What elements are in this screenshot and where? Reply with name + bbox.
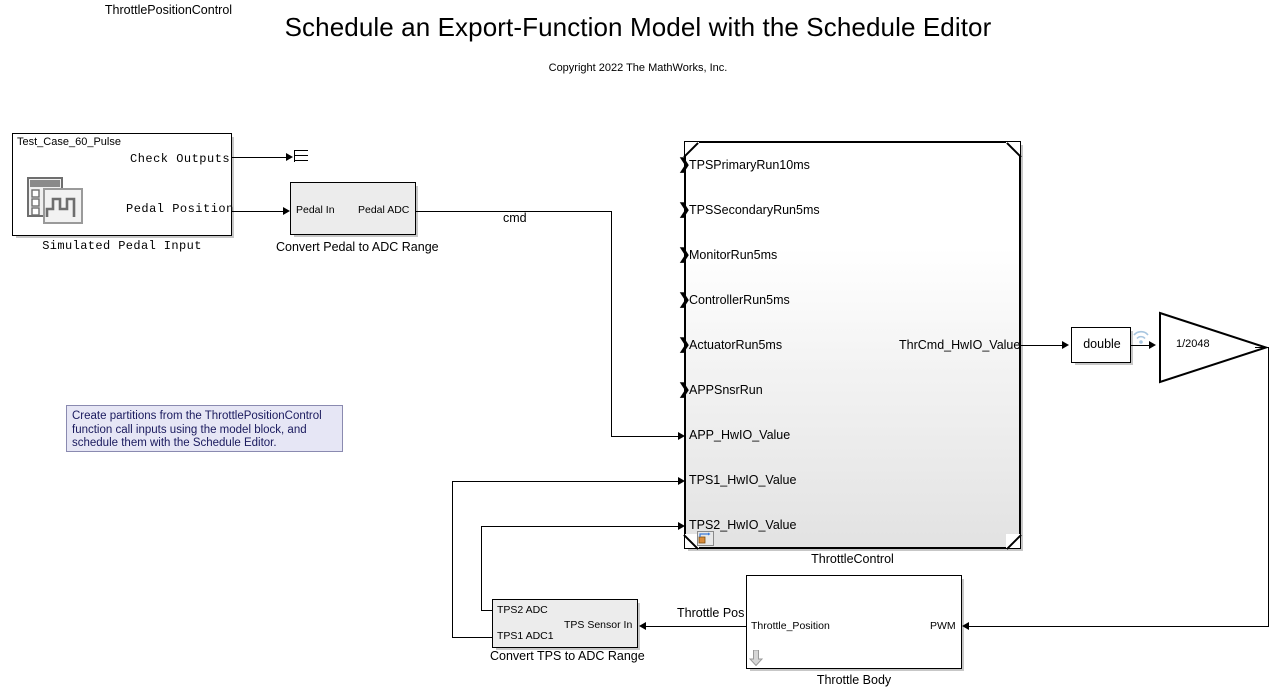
wire-feedback-h: [968, 626, 1269, 627]
port-check-outputs: Check Outputs: [130, 152, 231, 166]
port-pwm: PWM: [930, 620, 956, 632]
port-actuatorrun5ms: ActuatorRun5ms: [689, 338, 783, 352]
arrow-double-in: [1062, 340, 1069, 349]
port-pedal-in: Pedal In: [296, 204, 335, 216]
corner-bottom-right: [1006, 534, 1022, 550]
simulated-pedal-input-block[interactable]: Test_Case_60_Pulse: [12, 133, 232, 236]
fcport-chevron-2: ❯: [678, 201, 691, 218]
wire-pedal-position: [232, 211, 283, 212]
convert-pedal-to-adc-block[interactable]: [290, 182, 416, 235]
corner-bottom-left: [683, 534, 699, 550]
test-case-label: Test_Case_60_Pulse: [17, 136, 121, 148]
throttle-body-caption: Throttle Body: [816, 673, 892, 687]
port-tps2-adc: TPS2 ADC: [497, 604, 548, 616]
port-monitorrun5ms: MonitorRun5ms: [689, 248, 778, 262]
port-tps2-hwio-value: TPS2_HwIO_Value: [689, 518, 797, 532]
fcport-chevron-6: ❯: [678, 381, 691, 398]
wire-throttle-pos: [645, 626, 746, 627]
wire-gain-out: [1255, 347, 1269, 348]
fcport-chevron-1: ❯: [678, 156, 691, 173]
wire-double-to-gain: [1131, 345, 1152, 346]
port-throttle-position: Throttle_Position: [751, 620, 830, 632]
terminator-block[interactable]: [294, 150, 310, 164]
wire-cmd-h1: [416, 211, 612, 212]
signal-label-cmd: cmd: [503, 211, 527, 225]
port-appsnsrrun: APPSnsrRun: [689, 383, 763, 397]
port-app-hwio-value: APP_HwIO_Value: [689, 428, 791, 442]
corner-top-left: [683, 142, 699, 158]
fcport-chevron-3: ❯: [678, 246, 691, 263]
wire-tps2-h1: [481, 610, 493, 611]
convert-tps-to-adc-caption: Convert TPS to ADC Range: [490, 649, 645, 663]
port-pedal-position: Pedal Position: [126, 202, 234, 216]
arrow-pedal-in: [283, 206, 290, 215]
throttle-position-control-name: ThrottlePositionControl: [104, 3, 233, 17]
throttle-control-caption: ThrottleControl: [811, 552, 894, 566]
simulated-pedal-input-caption: Simulated Pedal Input: [42, 239, 202, 253]
double-label: double: [1083, 337, 1121, 351]
wire-cmd-v: [611, 211, 612, 436]
wire-thrcmd: [1021, 345, 1063, 346]
model-reference-badge-icon[interactable]: [697, 531, 714, 546]
wire-tps1-v: [452, 481, 453, 638]
gain-label: 1/2048: [1176, 338, 1210, 350]
arrow-gain-in: [1149, 340, 1156, 349]
convert-tps-to-adc-block[interactable]: [492, 599, 638, 648]
signal-builder-icon: [27, 177, 83, 224]
wire-tps2-h2: [481, 526, 681, 527]
wire-check-outputs: [232, 157, 287, 158]
port-thrcmd-hwio-value: ThrCmd_HwIO_Value: [899, 338, 1021, 352]
signal-label-throttle-pos: Throttle Pos: [677, 606, 745, 620]
throttle-body-block[interactable]: [746, 575, 962, 669]
gain-block[interactable]: [1158, 311, 1268, 384]
down-arrow-badge-icon[interactable]: [749, 650, 763, 666]
arrow-tps1-hwio: [678, 476, 685, 485]
arrow-check-outputs: [286, 152, 293, 161]
port-pedal-adc: Pedal ADC: [358, 204, 410, 216]
arrow-tps-sensor-in: [639, 621, 646, 630]
wire-cmd-h2: [611, 436, 681, 437]
arrow-tps2-hwio: [678, 521, 685, 530]
throttle-control-model-block[interactable]: [684, 141, 1021, 549]
port-tpssecondaryrun5ms: TPSSecondaryRun5ms: [689, 203, 820, 217]
port-tpsprimaryrun10ms: TPSPrimaryRun10ms: [689, 158, 810, 172]
corner-top-right: [1006, 142, 1022, 158]
convert-pedal-to-adc-caption: Convert Pedal to ADC Range: [276, 240, 439, 254]
arrow-app-hwio: [678, 431, 685, 440]
arrow-pwm-in: [962, 621, 969, 630]
port-tps1-hwio-value: TPS1_HwIO_Value: [689, 473, 797, 487]
wire-tps1-h1: [452, 637, 492, 638]
annotation-note: Create partitions from the ThrottlePosit…: [66, 405, 343, 452]
port-tps-sensor-in: TPS Sensor In: [564, 619, 633, 631]
wire-tps1-h2: [452, 481, 681, 482]
wire-feedback-v: [1268, 347, 1269, 626]
wireless-signal-icon: [1133, 330, 1149, 344]
page-subtitle: Copyright 2022 The MathWorks, Inc.: [548, 62, 728, 74]
data-type-conversion-block[interactable]: double: [1071, 327, 1131, 363]
wire-tps2-v: [481, 526, 482, 611]
page-title: Schedule an Export-Function Model with t…: [284, 12, 992, 42]
fcport-chevron-5: ❯: [678, 336, 691, 353]
port-controllerrun5ms: ControllerRun5ms: [689, 293, 790, 307]
fcport-chevron-4: ❯: [678, 291, 691, 308]
port-tps1-adc1: TPS1 ADC1: [497, 630, 554, 642]
